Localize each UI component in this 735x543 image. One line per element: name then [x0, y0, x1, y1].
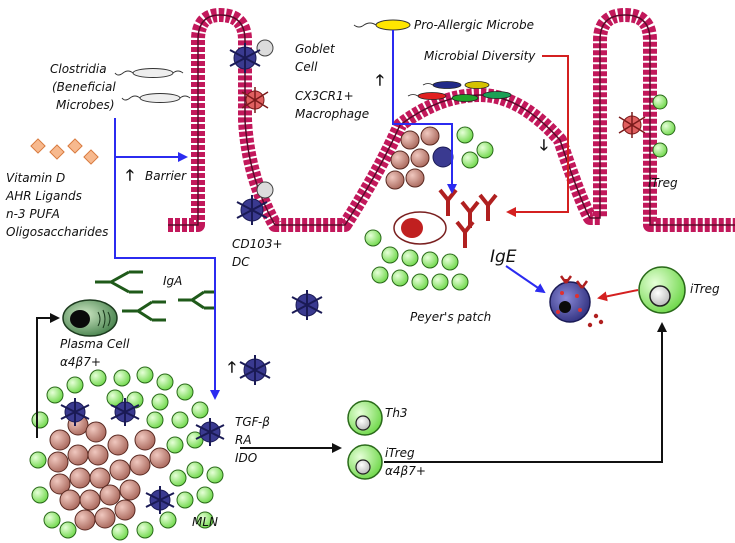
tgf-ra-ido-label: TGF-β RA IDO — [235, 415, 274, 465]
pro-allergic-microbe — [353, 19, 411, 31]
diversity-down-arrow: 🡓 — [540, 136, 548, 154]
mln-cell — [113, 369, 131, 387]
mln-cell — [31, 411, 49, 429]
mln-cell — [59, 521, 77, 539]
cx3cr1-label: CX3CR1+ Macrophage — [295, 89, 369, 121]
blue-arrows — [114, 30, 546, 400]
mln-cell — [89, 369, 107, 387]
goblet-cells — [256, 39, 274, 199]
peyers-patch-label: Peyer's patch — [410, 310, 491, 324]
mln-cell — [87, 444, 109, 466]
mln-cell — [206, 466, 224, 484]
iga-up-arrow: 🡑 — [228, 358, 236, 376]
mln-cell — [66, 376, 84, 394]
clostridia-label: Clostridia (Beneficial Microbes) — [50, 62, 119, 112]
mln-cell — [186, 461, 204, 479]
mln-dc-dendrites — [110, 398, 140, 426]
th3-label: Th3 — [385, 406, 408, 420]
mln-cell — [176, 383, 194, 401]
mln-cell — [166, 436, 184, 454]
mln-cell — [171, 411, 189, 429]
mln-cell — [176, 491, 194, 509]
pro-allergic-label: Pro-Allergic Microbe — [414, 18, 534, 32]
mln-cell — [49, 429, 71, 451]
mln-dc-dendrites — [145, 486, 175, 514]
mln-cell — [119, 479, 141, 501]
mln-cell — [136, 521, 154, 539]
mln-cell — [156, 373, 174, 391]
goblet-label: Goblet Cell — [295, 42, 339, 74]
pro-allergic-up-arrow: 🡑 — [376, 71, 384, 89]
mln-cell — [29, 451, 47, 469]
mln-cell — [146, 411, 164, 429]
microbial-diversity-label: Microbial Diversity — [424, 49, 536, 63]
mln-cell — [129, 454, 151, 476]
barrier-up-arrow: 🡑 — [126, 166, 134, 184]
mln-cell — [149, 447, 171, 469]
mln-cell — [99, 484, 121, 506]
peyers-patch-cells — [385, 126, 494, 190]
mln-cell — [59, 489, 81, 511]
iga-antibodies — [95, 270, 214, 322]
mln-label: MLN — [192, 515, 218, 529]
ige-antibodies — [438, 188, 498, 248]
mln-cell — [107, 434, 129, 456]
mln-cell — [191, 401, 209, 419]
plasma-cell — [62, 299, 118, 337]
dendritic-cells — [229, 43, 323, 385]
intestinal-epithelium — [168, 8, 735, 232]
cd103-label: CD103+ DC — [232, 237, 286, 269]
lamina-green-cells — [364, 94, 676, 291]
mln-cell — [196, 511, 214, 529]
mln-cell — [74, 509, 96, 531]
mln-cluster — [29, 366, 225, 541]
diverse-microbes — [407, 81, 512, 102]
iga-label: IgA — [163, 274, 182, 288]
mln-cell — [196, 486, 214, 504]
mln-cell — [31, 486, 49, 504]
mln-cell — [89, 467, 111, 489]
mln-cell — [186, 431, 204, 449]
itreg-mid-label: iTreg α4β7+ — [385, 446, 426, 478]
mln-cell — [136, 366, 154, 384]
plasma-cell-label: Plasma Cell α4β7+ — [60, 337, 133, 369]
lamina-plasma-cell — [393, 211, 447, 245]
itreg-top-label: iTreg — [648, 176, 678, 190]
mln-cell — [67, 444, 89, 466]
mln-cell — [111, 523, 129, 541]
itreg-right-label: iTreg — [690, 282, 720, 296]
mln-cell — [114, 499, 136, 521]
cx3cr1-macrophage — [241, 87, 646, 138]
mln-cell — [94, 507, 116, 529]
mln-cell — [43, 511, 61, 529]
mln-cell — [151, 393, 169, 411]
mln-cell — [47, 451, 69, 473]
mln-cell — [169, 469, 187, 487]
black-arrows — [36, 313, 667, 463]
mln-cell — [46, 386, 64, 404]
mln-cell — [159, 511, 177, 529]
mast-cell — [549, 275, 604, 328]
mln-cell — [69, 467, 91, 489]
clostridia-bacteria — [114, 68, 191, 103]
ige-label: IgE — [490, 247, 517, 267]
barrier-label: Barrier — [145, 169, 187, 183]
mln-dc-dendrites — [60, 398, 90, 426]
th3-cell — [347, 400, 383, 436]
mln-cell — [134, 429, 156, 451]
mln-dc-dendrites — [195, 418, 225, 446]
mln-cell — [79, 489, 101, 511]
mln-cell — [85, 421, 107, 443]
mln-cell — [109, 459, 131, 481]
itreg-cell-right — [638, 266, 686, 314]
itreg-cell-mid — [347, 444, 383, 480]
mln-cell — [49, 473, 71, 495]
red-arrows — [506, 55, 639, 302]
nutrients-label: Vitamin D AHR Ligands n-3 PUFA Oligosacc… — [5, 171, 108, 239]
nutrient-diamonds — [30, 138, 99, 165]
